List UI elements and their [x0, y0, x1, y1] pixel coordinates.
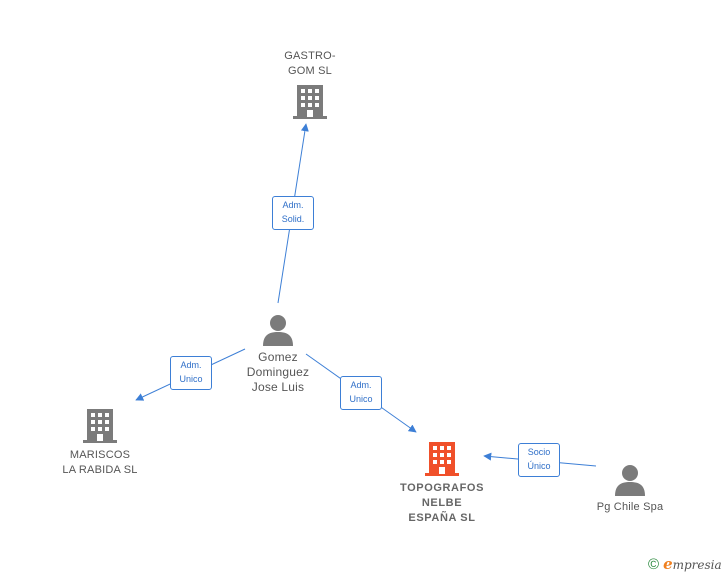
node-gastrogom-label: GASTRO- GOM SL [284, 50, 336, 77]
edge-label-adm-unico-topografos: Adm. Unico [340, 376, 382, 410]
person-icon [228, 314, 328, 346]
building-icon [50, 408, 150, 444]
copyright-icon: © [648, 555, 660, 573]
person-icon [584, 464, 676, 496]
empresia-watermark: © empresia [648, 555, 722, 573]
brand-logo: empresia [663, 555, 722, 573]
node-mariscos-label: MARISCOS LA RABIDA SL [62, 449, 138, 476]
edge-label-adm-unico-mariscos: Adm. Unico [170, 356, 212, 390]
node-gomez-label: Gomez Dominguez Jose Luis [246, 350, 310, 394]
building-icon [388, 441, 496, 477]
node-topografos-label: TOPOGRAFOS NELBE ESPAÑA SL [399, 482, 485, 524]
building-icon [262, 84, 358, 120]
node-pgchile[interactable]: Pg Chile Spa [584, 464, 676, 515]
edge-label-socio-unico: Socio Único [518, 443, 560, 477]
node-gomez[interactable]: Gomez Dominguez Jose Luis [228, 314, 328, 395]
node-topografos[interactable]: TOPOGRAFOS NELBE ESPAÑA SL [388, 441, 496, 526]
edge-label-adm-solid: Adm. Solid. [272, 196, 314, 230]
node-pgchile-label: Pg Chile Spa [596, 501, 664, 513]
node-gastrogom[interactable]: GASTRO- GOM SL [262, 49, 358, 120]
node-mariscos[interactable]: MARISCOS LA RABIDA SL [50, 408, 150, 478]
